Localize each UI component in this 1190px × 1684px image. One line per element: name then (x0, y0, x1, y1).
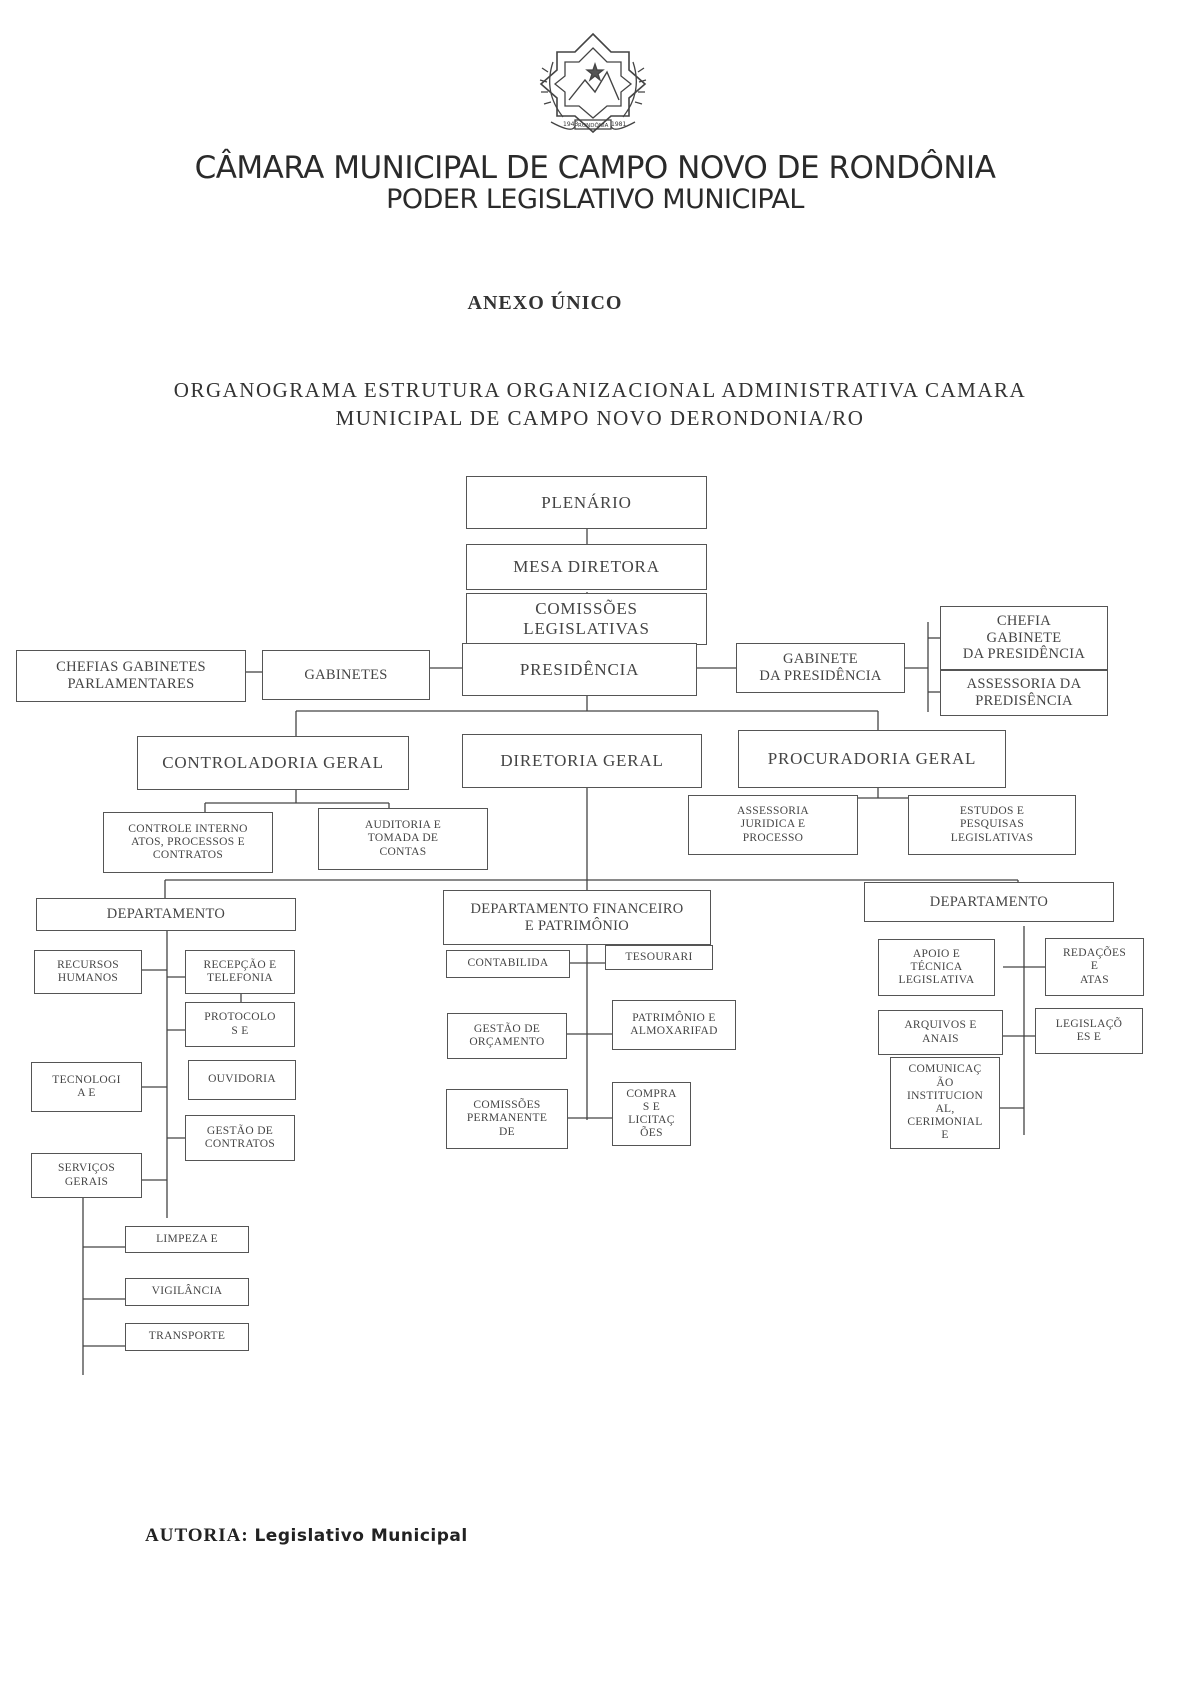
chefias-gabinetes-box: CHEFIAS GABINETES PARLAMENTARES (16, 650, 246, 702)
plenario-box: PLENÁRIO (466, 476, 707, 529)
svg-text:RONDÔNIA: RONDÔNIA (578, 122, 609, 129)
org-chart-title-line1: ORGANOGRAMA ESTRUTURA ORGANIZACIONAL ADM… (173, 378, 1027, 402)
departamento-left-box: DEPARTAMENTO (36, 898, 296, 931)
mesa-diretora-box: MESA DIRETORA (466, 544, 707, 590)
procuradoria-geral-box: PROCURADORIA GERAL (738, 730, 1006, 788)
contabilidade-box: CONTABILIDA (446, 950, 570, 978)
gestao-orcamento-box: GESTÃO DE ORÇAMENTO (447, 1013, 567, 1059)
servicos-gerais-box: SERVIÇOS GERAIS (31, 1153, 142, 1198)
redacoes-atas-box: REDAÇÕES E ATAS (1045, 938, 1144, 996)
institution-name: CÂMARA MUNICIPAL DE CAMPO NOVO DE RONDÔN… (194, 150, 996, 186)
estudos-pesquisas-box: ESTUDOS E PESQUISAS LEGISLATIVAS (908, 795, 1076, 855)
gabinete-presidencia-box: GABINETE DA PRESIDÊNCIA (736, 643, 905, 693)
authorship-label: AUTORIA: (145, 1525, 249, 1546)
protocolo-box: PROTOCOLO S E (185, 1002, 295, 1047)
comunicacao-institucional-box: COMUNICAÇ ÃO INSTITUCION AL, CERIMONIAL … (890, 1057, 1000, 1149)
controle-interno-box: CONTROLE INTERNO ATOS, PROCESSOS E CONTR… (103, 812, 273, 873)
comissoes-permanente-box: COMISSÕES PERMANENTE DE (446, 1089, 568, 1149)
gestao-contratos-box: GESTÃO DE CONTRATOS (185, 1115, 295, 1161)
arquivos-anais-box: ARQUIVOS E ANAIS (878, 1010, 1003, 1055)
departamento-financeiro-box: DEPARTAMENTO FINANCEIRO E PATRIMÔNIO (443, 890, 711, 945)
org-chart-title-line2: MUNICIPAL DE CAMPO NOVO DERONDONIA/RO (335, 406, 865, 430)
annex-title: ANEXO ÚNICO (467, 292, 623, 314)
compras-licitacoes-box: COMPRA S E LICITAÇ ÕES (612, 1082, 691, 1146)
patrimonio-box: PATRIMÔNIO E ALMOXARIFAD (612, 1000, 736, 1050)
comissoes-legislativas-box: COMISSÕES LEGISLATIVAS (466, 593, 707, 645)
auditoria-box: AUDITORIA E TOMADA DE CONTAS (318, 808, 488, 870)
tecnologia-box: TECNOLOGI A E (31, 1062, 142, 1112)
recepcao-telefonia-box: RECEPÇÃO E TELEFONIA (185, 950, 295, 994)
chefia-gabinete-box: CHEFIA GABINETE DA PRESIDÊNCIA (940, 606, 1108, 670)
authorship-line: AUTORIA: Legislativo Municipal (145, 1525, 468, 1547)
vigilancia-box: VIGILÂNCIA (125, 1278, 249, 1306)
controladoria-geral-box: CONTROLADORIA GERAL (137, 736, 409, 790)
assessoria-presidencia-box: ASSESSORIA DA PREDISÊNCIA (940, 670, 1108, 716)
legislacoes-box: LEGISLAÇÕ ES E (1035, 1008, 1143, 1054)
tesouraria-box: TESOURARI (605, 945, 713, 970)
apoio-tecnica-box: APOIO E TÉCNICA LEGISLATIVA (878, 939, 995, 996)
gabinetes-box: GABINETES (262, 650, 430, 700)
svg-text:1943: 1943 (563, 121, 578, 128)
transporte-box: TRANSPORTE (125, 1323, 249, 1351)
coat-of-arms-seal: 1943 1981 RONDÔNIA (533, 22, 653, 142)
diretoria-geral-box: DIRETORIA GERAL (462, 734, 702, 788)
authorship-value: Legislativo Municipal (254, 1526, 468, 1546)
presidencia-box: PRESIDÊNCIA (462, 643, 697, 696)
limpeza-box: LIMPEZA E (125, 1226, 249, 1253)
ouvidoria-box: OUVIDORIA (188, 1060, 296, 1100)
svg-text:1981: 1981 (611, 121, 626, 128)
departamento-right-box: DEPARTAMENTO (864, 882, 1114, 922)
institution-subtitle: PODER LEGISLATIVO MUNICIPAL (386, 184, 804, 215)
assessoria-juridica-box: ASSESSORIA JURIDICA E PROCESSO (688, 795, 858, 855)
recursos-humanos-box: RECURSOS HUMANOS (34, 950, 142, 994)
